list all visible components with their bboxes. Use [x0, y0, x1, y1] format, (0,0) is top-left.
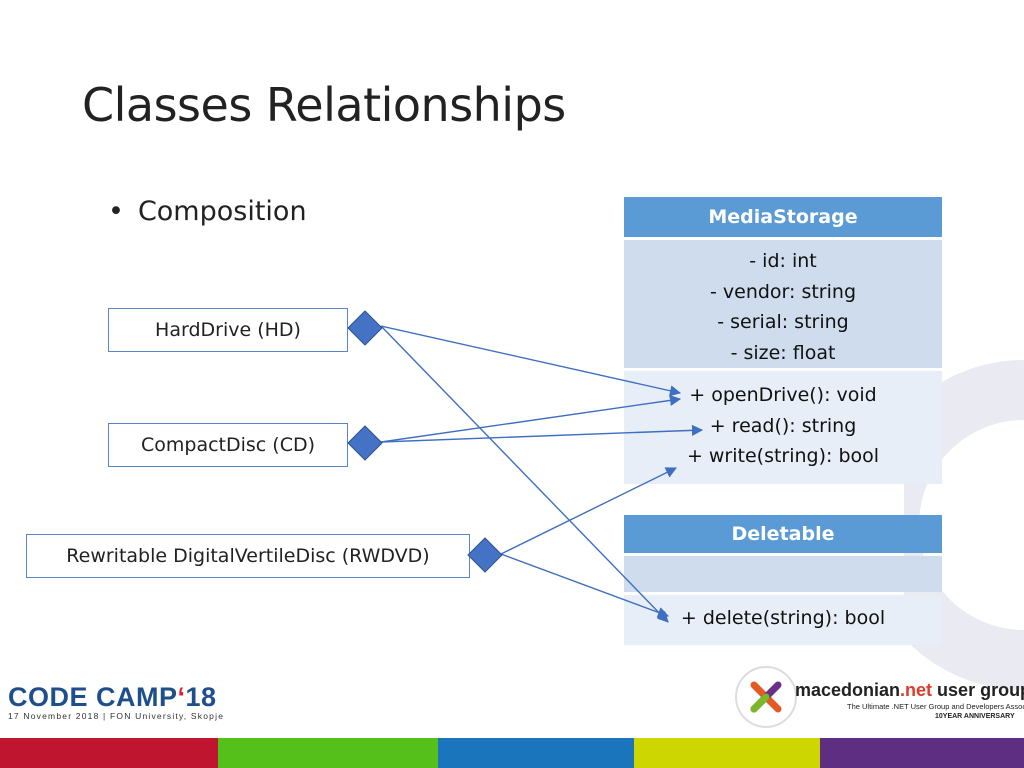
footer-segment-green: [218, 738, 438, 768]
usergroup-anniversary: 10YEAR ANNIVERSARY: [935, 713, 1015, 720]
uml-class-deletable[interactable]: Deletable + delete(string): bool: [624, 515, 942, 645]
bullet-text: Composition: [137, 196, 307, 227]
uml-methods-section: + openDrive(): void + read(): string + w…: [624, 371, 942, 484]
class-box-harddrive[interactable]: HardDrive (HD): [108, 308, 348, 352]
uml-attribute: - size: float: [730, 341, 836, 364]
bullet-item: • Composition: [108, 196, 307, 227]
usergroup-tagline: The Ultimate .NET User Group and Develop…: [847, 702, 1024, 711]
uml-attribute: - id: int: [749, 250, 817, 272]
composition-diamond-icon: [467, 537, 503, 573]
class-label: CompactDisc (CD): [140, 434, 315, 456]
uml-method: + delete(string): bool: [680, 607, 886, 629]
uml-method: + openDrive(): void: [689, 384, 877, 406]
uml-attributes-section: [624, 556, 942, 592]
composition-diamond-icon: [347, 425, 383, 461]
footer-segment-yellow: [634, 738, 820, 768]
uml-methods-section: + delete(string): bool: [624, 595, 942, 645]
uml-method: + read(): string: [709, 414, 857, 437]
uml-class-name: Deletable: [624, 515, 942, 553]
class-label: HardDrive (HD): [155, 319, 301, 341]
uml-attribute: - vendor: string: [709, 280, 857, 303]
x-emblem-icon: [750, 681, 782, 713]
footer-color-bar: [0, 738, 1024, 768]
usergroup-name: macedonian.net user group: [795, 680, 1024, 700]
codecamp-logo-text: CODE CAMP‘18: [8, 682, 217, 712]
class-box-rwdvd[interactable]: Rewritable DigitalVertileDisc (RWDVD): [26, 534, 470, 578]
slide-title: Classes Relationships: [82, 78, 566, 132]
class-box-compactdisc[interactable]: CompactDisc (CD): [108, 423, 348, 467]
codecamp-logo-subtitle: 17 November 2018 | FON University, Skopj…: [8, 711, 225, 721]
footer-segment-purple: [820, 738, 1024, 768]
footer-segment-blue: [438, 738, 634, 768]
class-label: Rewritable DigitalVertileDisc (RWDVD): [66, 545, 430, 567]
uml-method: + write(string): bool: [686, 445, 880, 467]
uml-class-name: MediaStorage: [624, 197, 942, 237]
macedonian-net-logo: macedonian.net user group The Ultimate .…: [735, 664, 1024, 734]
uml-attributes-section: - id: int - vendor: string - serial: str…: [624, 240, 942, 368]
uml-class-mediastorage[interactable]: MediaStorage - id: int - vendor: string …: [624, 197, 942, 484]
codecamp-logo: CODE CAMP‘18 17 November 2018 | FON Univ…: [8, 682, 224, 721]
mkdot-net-emblem-icon: [735, 666, 797, 728]
bullet-dot-icon: •: [108, 196, 124, 227]
footer-segment-red: [0, 738, 218, 768]
uml-attribute: - serial: string: [717, 311, 849, 333]
composition-diamond-icon: [347, 310, 383, 346]
